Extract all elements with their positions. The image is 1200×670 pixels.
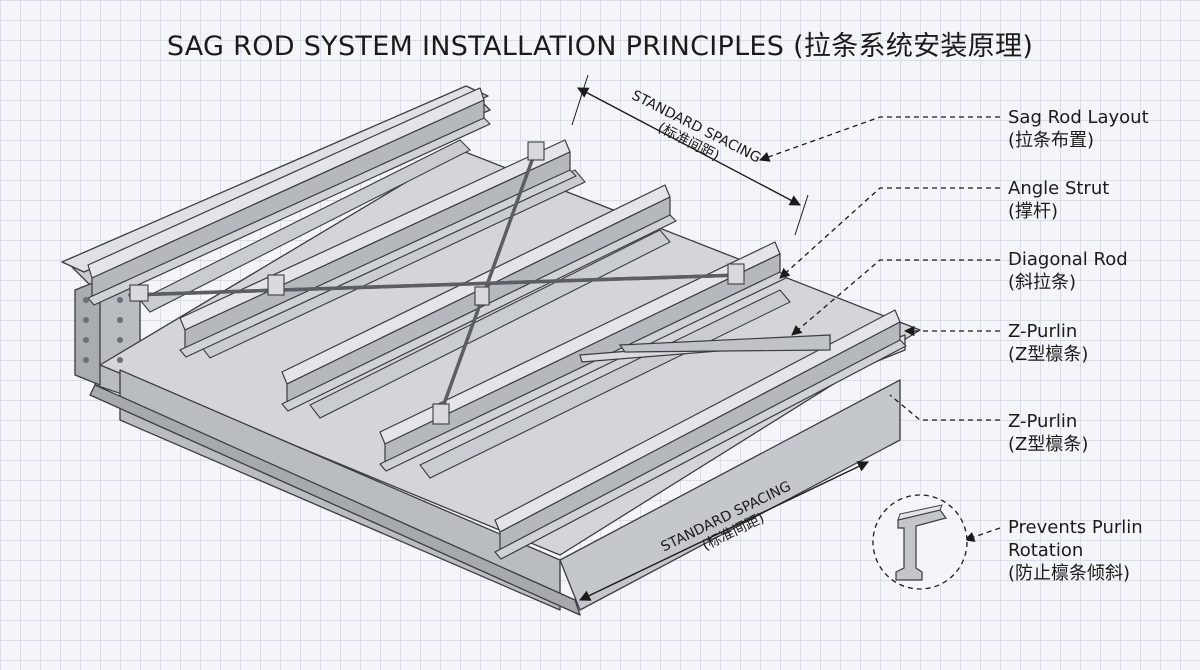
dimension-bottom xyxy=(578,461,870,601)
angle-strut xyxy=(579,334,831,363)
near-girder-top-flange xyxy=(99,149,921,556)
leader-angle-strut xyxy=(779,187,1000,279)
leader-diagonal-rod xyxy=(791,259,1000,336)
label-z-purlin-2: Z-Purlin (Z型檩条) xyxy=(1008,411,1089,455)
rod-clamps xyxy=(129,141,745,425)
cross-beam-3 xyxy=(309,229,671,419)
leader-sag-rod-layout xyxy=(759,116,1000,162)
label-prevents-rotation: Prevents Purlin Rotation (防止檩条倾斜) xyxy=(1008,517,1143,584)
label-angle-strut: Angle Strut (撑杆) xyxy=(1008,178,1110,222)
sag-rods xyxy=(128,150,742,417)
purlin-1 xyxy=(87,87,491,306)
label-sag-rod-layout: Sag Rod Layout (拉条布置) xyxy=(1008,107,1149,151)
leader-z-purlin-2 xyxy=(889,394,1000,421)
purlin-profile-icon xyxy=(895,509,948,581)
label-z-purlin-1: Z-Purlin (Z型檩条) xyxy=(1008,321,1089,365)
near-girder-bottom-flange xyxy=(89,384,581,616)
end-plate-bolts xyxy=(83,297,123,363)
label-diagonal-rod: Diagonal Rod (斜拉条) xyxy=(1008,249,1128,293)
diagram-title: SAG ROD SYSTEM INSTALLATION PRINCIPLES (… xyxy=(166,31,1034,62)
detail-callout xyxy=(872,494,968,590)
dimension-top xyxy=(571,74,809,236)
leader-lines xyxy=(759,116,1001,542)
diagonal-rod-b xyxy=(128,273,742,297)
leader-prevents-rotation xyxy=(964,527,1001,542)
cross-beam-1 xyxy=(139,139,471,313)
